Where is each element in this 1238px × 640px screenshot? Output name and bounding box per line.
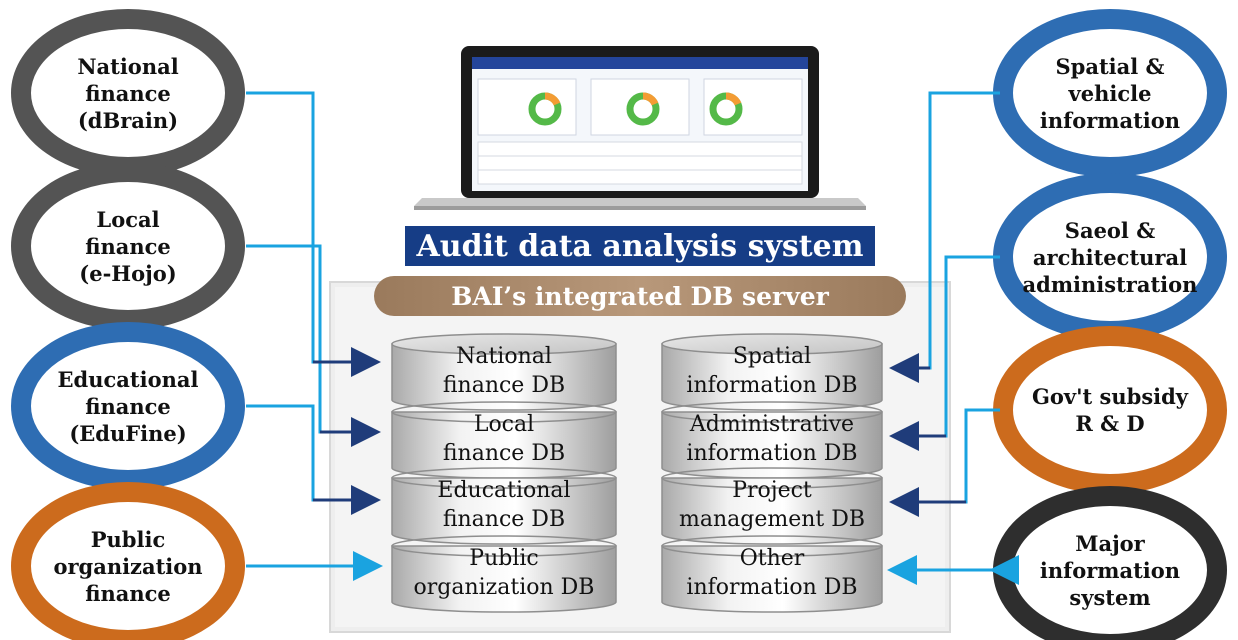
db-label-right-0: Spatial information DB: [686, 344, 858, 398]
source-label-left-3: Public organization finance: [53, 526, 203, 606]
source-label-right-0: Spatial & vehicle information: [1039, 53, 1181, 133]
db-cylinder-right-0: [661, 333, 883, 411]
db-cylinder-left-3: [391, 535, 617, 613]
source-label-left-0: National finance (dBrain): [77, 53, 179, 133]
source-ring-right-0: [993, 9, 1227, 177]
db-label-left-1: Local finance DB: [442, 412, 566, 466]
db-label-left-3: Public organization DB: [413, 546, 595, 600]
source-ring-left-3: [11, 482, 245, 640]
audit-system-title: Audit data analysis system: [405, 226, 875, 266]
source-label-right-1: Saeol & architectural administration: [1022, 217, 1198, 297]
db-cylinder-left-2: [391, 467, 617, 545]
source-ring-right-2: [993, 326, 1227, 494]
connectors: [246, 91, 1019, 585]
db-label-right-1: Administrative information DB: [686, 412, 858, 466]
source-label-right-3: Major information system: [1039, 530, 1181, 610]
source-label-left-2: Educational finance (EduFine): [57, 366, 199, 446]
laptop-illustration: [414, 46, 866, 210]
source-label-right-2: Gov't subsidy R & D: [1031, 384, 1189, 436]
db-label-left-2: Educational finance DB: [437, 478, 571, 532]
db-cylinder-right-3: [661, 535, 883, 613]
db-cylinder-right-2: [661, 467, 883, 545]
source-ring-left-1: [11, 162, 245, 330]
db-cylinder-left-0: [391, 333, 617, 411]
source-label-left-1: Local finance (e-Hojo): [79, 206, 177, 286]
db-label-right-3: Other information DB: [686, 546, 858, 600]
db-server-title: BAI’s integrated DB server: [374, 276, 906, 316]
source-ring-left-2: [11, 322, 245, 490]
db-label-right-2: Project management DB: [678, 478, 866, 532]
db-label-left-0: National finance DB: [442, 344, 566, 398]
